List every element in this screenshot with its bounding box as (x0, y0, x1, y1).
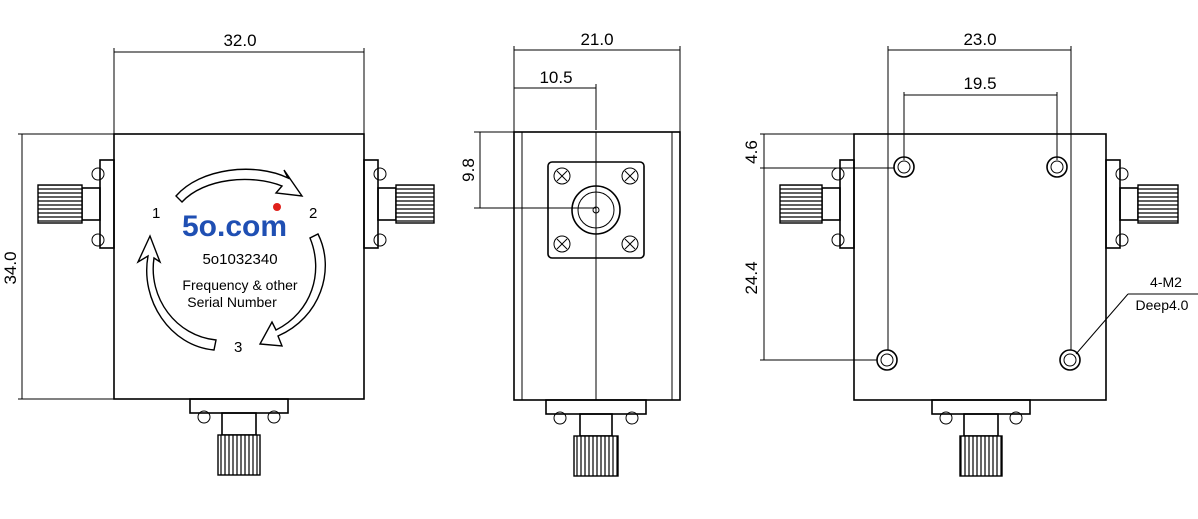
back-hole-span-value: 19.5 (963, 74, 996, 93)
back-top-offset-dimension: 4.6 (742, 133, 894, 169)
port-label-3: 3 (234, 339, 242, 356)
back-width-value: 23.0 (963, 30, 996, 49)
front-width-value: 32.0 (223, 31, 256, 50)
arrow-2-to-3 (258, 233, 326, 347)
back-body-outline (853, 133, 1107, 401)
back-width-dimension: 23.0 (887, 30, 1072, 350)
arrow-1-to-2 (175, 168, 304, 204)
back-view: 23.0 19.5 4.6 24.4 4-M2 Deep4.0 (742, 30, 1198, 477)
back-left-connector (779, 159, 855, 249)
port-label-2: 2 (309, 205, 317, 222)
side-half-value: 10.5 (539, 68, 572, 87)
logo-dot (273, 203, 281, 211)
back-top-offset-value: 4.6 (742, 140, 761, 164)
front-width-dimension: 32.0 (113, 31, 365, 134)
side-height-dimension: 9.8 (459, 131, 596, 209)
circulation-arrows (136, 168, 326, 351)
back-hole-span-dimension: 19.5 (903, 74, 1058, 160)
note-line-1: Frequency & other (182, 277, 298, 293)
side-body-outline (513, 131, 681, 401)
hole-callout-line-2: Deep4.0 (1136, 297, 1189, 313)
side-width-value: 21.0 (580, 30, 613, 49)
hole-callout: 4-M2 Deep4.0 (1075, 274, 1198, 355)
side-bottom-connector (545, 399, 647, 477)
back-hole-vertical-dimension: 24.4 (742, 168, 877, 361)
hole-callout-line-1: 4-M2 (1150, 274, 1182, 290)
side-connector-flange (547, 161, 645, 259)
arrow-3-to-1 (136, 234, 217, 351)
left-sma-connector (37, 159, 115, 249)
side-height-value: 9.8 (459, 158, 478, 182)
front-height-value: 34.0 (1, 251, 20, 284)
side-width-dimension: 21.0 (513, 30, 681, 132)
back-hole-vertical-value: 24.4 (742, 261, 761, 294)
front-view: 1 2 3 5o.com 5o1032340 Frequency & other… (1, 31, 435, 476)
part-number: 5o1032340 (202, 251, 277, 268)
port-label-1: 1 (152, 205, 160, 222)
front-height-dimension: 34.0 (1, 133, 114, 400)
back-right-connector (1105, 159, 1179, 249)
note-line-2: Serial Number (187, 294, 277, 310)
mounting-holes (876, 156, 1081, 371)
bottom-sma-connector (189, 398, 289, 476)
side-view: 21.0 10.5 9.8 (459, 30, 681, 477)
company-logo: 5o.com (182, 210, 287, 243)
back-bottom-connector (931, 399, 1031, 477)
side-half-dimension: 10.5 (514, 68, 597, 130)
right-sma-connector (363, 159, 435, 249)
